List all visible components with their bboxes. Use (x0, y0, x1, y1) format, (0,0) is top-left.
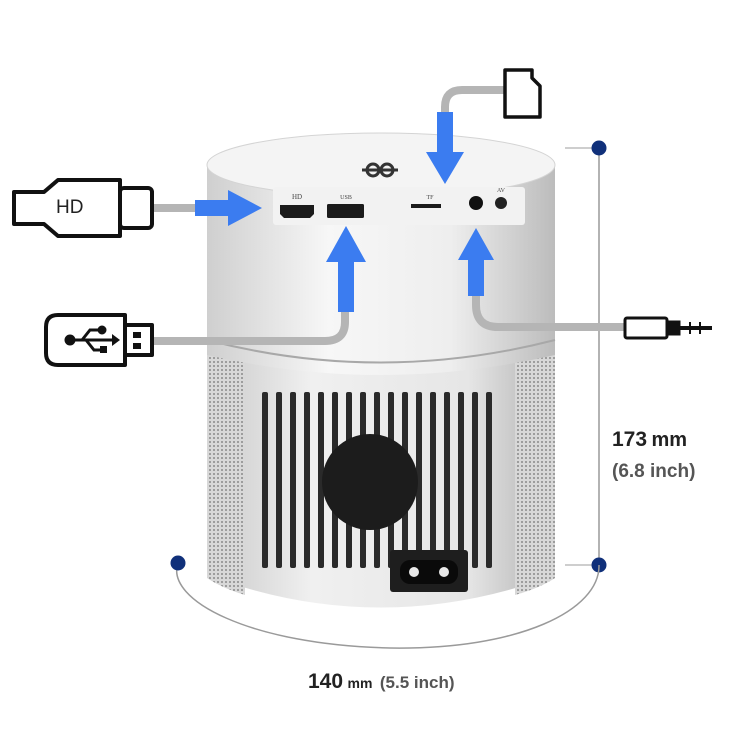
usb-arrow (326, 226, 366, 312)
vent-slot (318, 392, 324, 568)
hdmi-plug-icon (12, 178, 154, 238)
av-jack-label: AV (497, 188, 506, 194)
speaker-grille-left (207, 345, 245, 595)
width-number: 140 (308, 670, 344, 693)
width-value: 140 mm (5.5 inch) (308, 670, 454, 694)
vent-slot (290, 392, 296, 568)
fan-opening (322, 434, 418, 530)
height-imperial: (6.8 inch) (612, 461, 696, 482)
hdmi-plug-label: HD (56, 197, 84, 218)
vent-slot (416, 392, 422, 568)
top-logo (362, 162, 398, 178)
audio-plug-icon (623, 316, 712, 340)
sd-cable (441, 86, 507, 116)
usb-cable (148, 296, 349, 345)
height-top-dot (591, 140, 607, 156)
insertion-arrows (195, 112, 494, 312)
height-unit: mm (651, 429, 688, 451)
sd-arrow (426, 112, 464, 184)
width-left-dot (170, 555, 186, 571)
usb-port (327, 204, 364, 218)
dimension-guides (170, 140, 607, 649)
width-imperial: (5.5 inch) (379, 673, 455, 692)
width-unit: mm (347, 675, 373, 691)
vent-slot (430, 392, 436, 568)
vent-slot (458, 392, 464, 568)
projector-body: HD USB TF AV (206, 132, 556, 608)
speaker-grille-right (515, 345, 555, 595)
cables (148, 86, 629, 345)
av-jack (495, 197, 507, 209)
hdmi-arrow (195, 190, 262, 226)
vent-slot (472, 392, 478, 568)
width-dimension-arc (175, 562, 600, 649)
vent-slot (444, 392, 450, 568)
usb-trident-icon (64, 325, 120, 353)
vent-slot (486, 392, 492, 568)
height-number: 173 (612, 428, 648, 451)
audio-arrow (458, 228, 494, 296)
height-value: 173 mm (612, 428, 687, 452)
audio-jack (469, 196, 483, 210)
vent-slot (262, 392, 268, 568)
vent-slot (276, 392, 282, 568)
hdmi-port (280, 205, 314, 218)
vent-slot (304, 392, 310, 568)
hdmi-port-label: HD (292, 193, 302, 201)
tf-slot (411, 204, 441, 208)
audio-cable (472, 291, 629, 331)
sd-card-icon (503, 68, 542, 119)
usb-port-label: USB (340, 195, 352, 201)
tf-slot-label: TF (426, 195, 434, 201)
